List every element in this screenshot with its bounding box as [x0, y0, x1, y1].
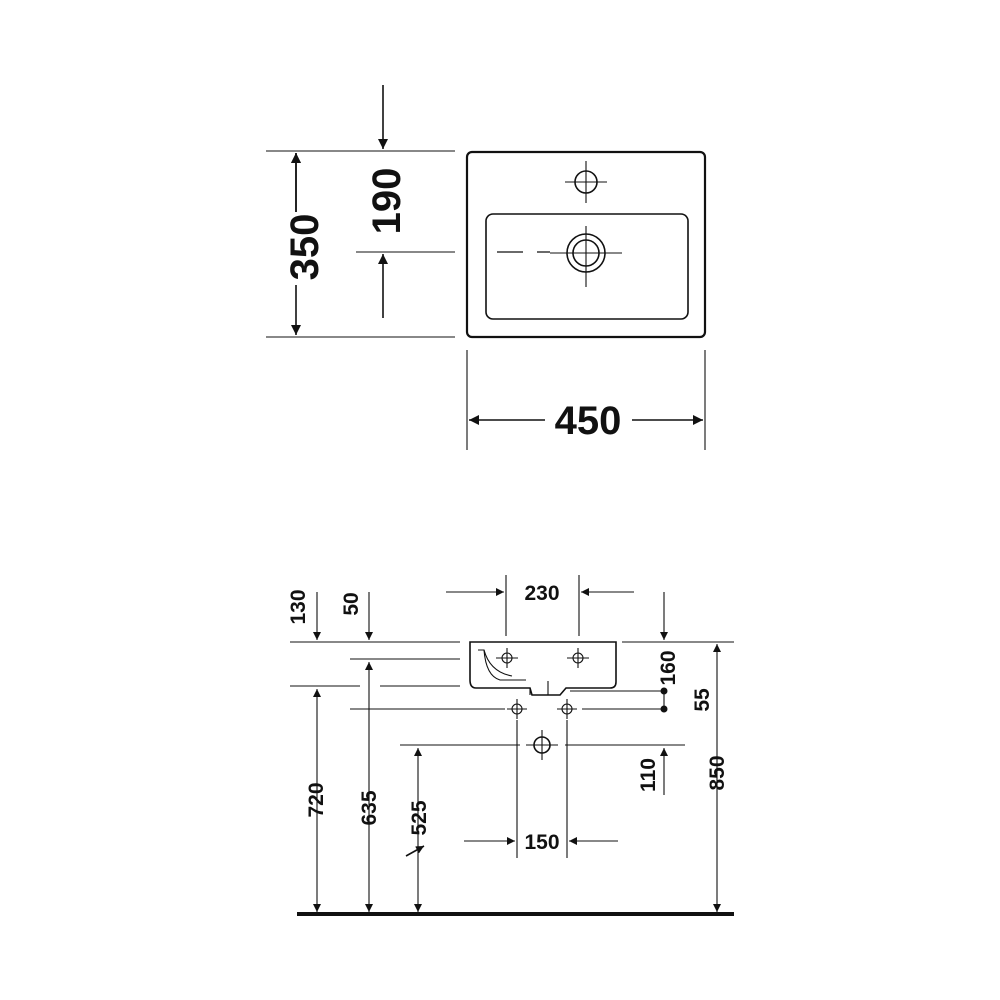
- label-850: 850: [706, 755, 729, 790]
- tap-hole-symbol: [565, 161, 607, 203]
- waste-connection: [526, 730, 558, 760]
- label-525: 525: [408, 800, 431, 835]
- width-label: 450: [555, 399, 622, 443]
- basin-profile: [469, 641, 617, 696]
- supply-connection-right: [557, 699, 577, 719]
- basin-outline: [465, 150, 707, 339]
- depth-label: 350: [283, 214, 327, 281]
- label-160: 160: [657, 650, 680, 685]
- label-50: 50: [340, 592, 363, 615]
- label-55: 55: [691, 688, 714, 712]
- tilde-mark: [405, 845, 425, 857]
- label-635: 635: [358, 790, 381, 825]
- tap-offset-label: 190: [365, 168, 409, 235]
- plan-view: 350 190 450: [266, 85, 707, 450]
- drain-symbol: [550, 226, 622, 287]
- label-720: 720: [305, 782, 328, 817]
- label-110: 110: [637, 758, 660, 792]
- label-150: 150: [524, 831, 559, 854]
- label-230: 230: [524, 582, 559, 605]
- basin-bowl: [485, 213, 689, 320]
- elevation-view: 130 720 50 635 525 230 160 55 110 850 15…: [287, 575, 734, 916]
- label-130: 130: [287, 589, 310, 624]
- supply-connection-left: [507, 699, 527, 719]
